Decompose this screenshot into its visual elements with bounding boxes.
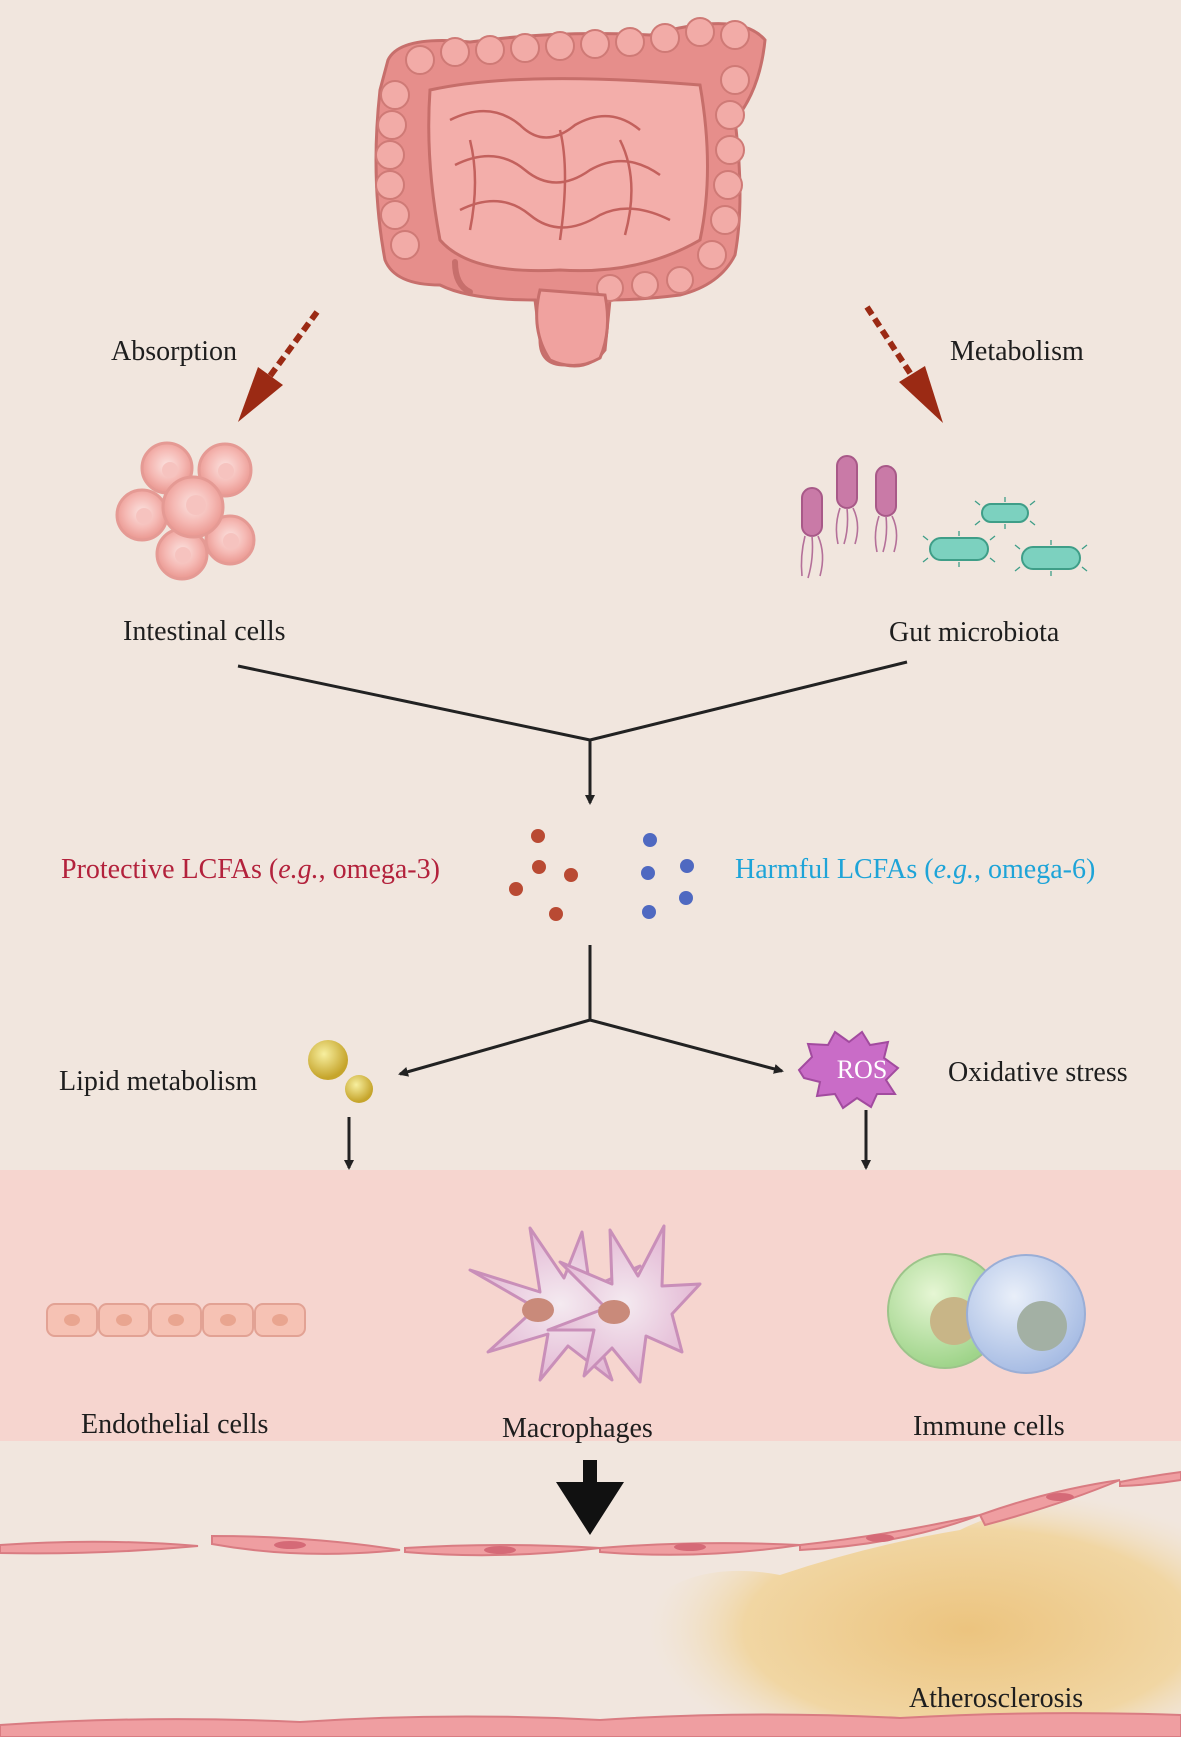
lipid-metabolism-label: Lipid metabolism: [59, 1066, 258, 1097]
immune-cells-label: Immune cells: [913, 1411, 1065, 1442]
endothelial-cells-label: Endothelial cells: [81, 1409, 269, 1440]
metabolism-arrow: [864, 305, 943, 423]
protective-lcfa-dots: [509, 829, 578, 921]
ros-burst-icon: [797, 1030, 900, 1110]
macrophage-icon: [468, 1224, 702, 1384]
metabolism-label: Metabolism: [950, 336, 1084, 367]
absorption-label: Absorption: [111, 336, 237, 367]
oxidative-stress-label: Oxidative stress: [948, 1057, 1128, 1088]
immune-cells-icon: [887, 1253, 1086, 1374]
intestine-icon: [374, 17, 767, 368]
protective-lcfas-label: Protective LCFAs (e.g., omega-3): [61, 854, 440, 885]
endothelial-cells-icon: [46, 1303, 306, 1337]
split-connector: [344, 945, 871, 1170]
macrophages-label: Macrophages: [502, 1413, 653, 1444]
atherosclerosis-vessel: [0, 1470, 1181, 1737]
intestinal-cells-icon: [115, 441, 256, 581]
harmful-lcfa-dots: [641, 833, 694, 919]
absorption-arrow: [238, 310, 320, 422]
ros-label: ROS: [837, 1055, 888, 1084]
gut-microbiota-icon: [800, 455, 1088, 579]
merge-connector: [237, 660, 908, 805]
atherosclerosis-label: Atherosclerosis: [909, 1683, 1084, 1714]
intestinal-cells-label: Intestinal cells: [123, 616, 286, 647]
gut-microbiota-label: Gut microbiota: [889, 617, 1060, 648]
lipid-droplet-icon: [308, 1040, 373, 1103]
down-arrow: [556, 1460, 624, 1535]
harmful-lcfas-label: Harmful LCFAs (e.g., omega-6): [735, 854, 1096, 885]
